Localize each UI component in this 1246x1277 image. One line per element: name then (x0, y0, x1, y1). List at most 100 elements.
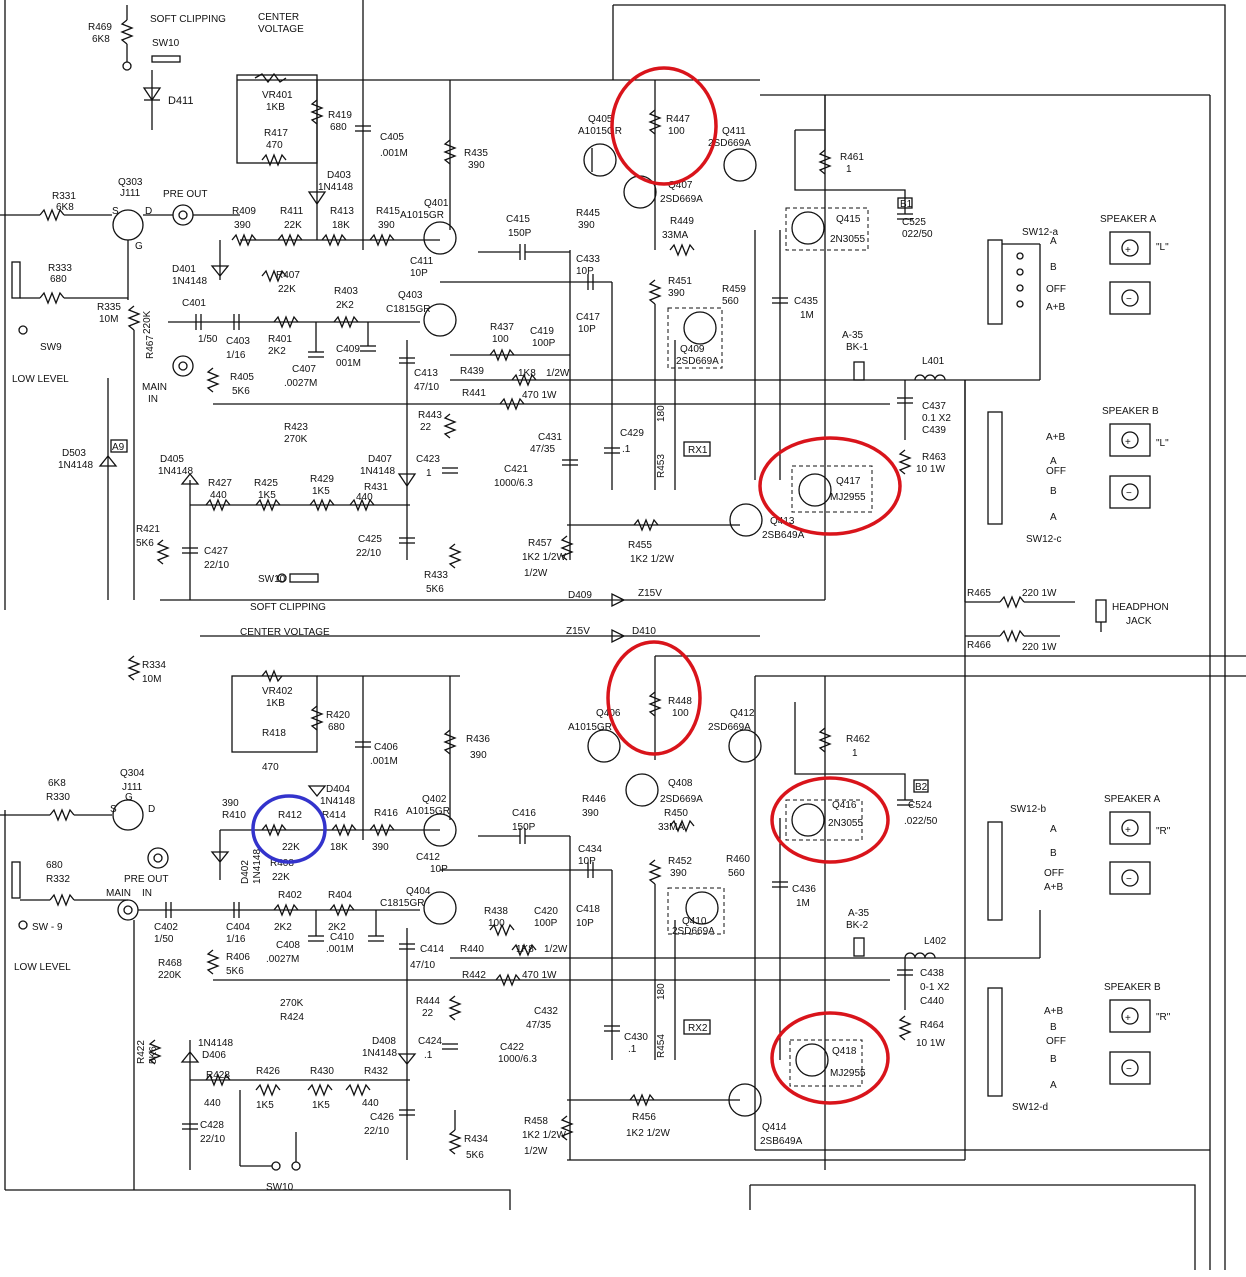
svg-text:C405: C405 (380, 132, 404, 143)
svg-text:47/10: 47/10 (414, 382, 439, 393)
svg-text:+: + (1125, 1013, 1131, 1024)
svg-text:Q409: Q409 (680, 344, 705, 355)
svg-text:1/2W: 1/2W (524, 1146, 548, 1157)
svg-text:.1: .1 (628, 1044, 637, 1055)
svg-text:R460: R460 (726, 854, 750, 865)
svg-text:1K5: 1K5 (312, 486, 330, 497)
svg-text:R334: R334 (142, 660, 166, 671)
svg-text:1/16: 1/16 (226, 350, 246, 361)
svg-text:1/50: 1/50 (154, 934, 174, 945)
svg-text:B: B (1050, 262, 1057, 273)
resistor-r436: R436 390 (443, 676, 490, 820)
svg-text:C432: C432 (534, 1006, 558, 1017)
transistor-q411: Q411 2SD669A (708, 126, 757, 182)
svg-text:440: 440 (210, 490, 227, 501)
r469-val: 6K8 (92, 34, 110, 45)
transistor-q410: Q410 2SD669A (667, 887, 725, 937)
svg-text:R409: R409 (232, 206, 256, 217)
capacitor-c409: C409 001M (336, 322, 376, 369)
capacitor-c410: C410 .001M (326, 910, 384, 955)
svg-text:680: 680 (50, 274, 67, 285)
svg-text:D408: D408 (372, 1036, 396, 1047)
svg-text:.001M: .001M (370, 756, 398, 767)
svg-text:1000/6.3: 1000/6.3 (498, 1054, 537, 1065)
svg-text:33MA: 33MA (662, 230, 688, 241)
svg-text:R446: R446 (582, 794, 606, 805)
svg-text:5K6: 5K6 (136, 538, 154, 549)
resistor-r412: R412 22K (261, 810, 302, 853)
svg-text:680: 680 (46, 860, 63, 871)
svg-text:001M: 001M (336, 358, 361, 369)
resistor-r429: R429 1K5 (309, 474, 335, 512)
svg-text:2K2: 2K2 (268, 346, 286, 357)
resistor-r447: R447 100 (648, 109, 690, 137)
transistor-q402: Q402 A1015GR (406, 794, 457, 847)
resistor-r421: R421 5K6 (136, 524, 170, 565)
capacitor-c433: C433 10P (576, 254, 600, 290)
svg-text:100: 100 (668, 126, 685, 137)
svg-text:R410: R410 (222, 810, 246, 821)
resistor-r416: R416 390 (369, 808, 398, 853)
resistor-r418: R418 470 (262, 728, 286, 773)
svg-text:Q414: Q414 (762, 1122, 787, 1133)
svg-text:5K6: 5K6 (466, 1150, 484, 1161)
transistor-q406: Q406 A1015GR (568, 708, 621, 763)
resistor-r456: R456 1K2 1/2W (567, 1093, 740, 1139)
svg-text:R462: R462 (846, 734, 870, 745)
svg-text:B2: B2 (915, 782, 928, 793)
svg-text:Q402: Q402 (422, 794, 447, 805)
capacitor-c427: C427 22/10 (182, 546, 229, 571)
svg-text:OFF: OFF (1044, 868, 1064, 879)
svg-text:R423: R423 (284, 422, 308, 433)
capacitor-c418: C418 10P (569, 836, 600, 1160)
svg-text:SW12-c: SW12-c (1026, 534, 1062, 545)
resistor-r446: R446 390 (582, 794, 606, 819)
svg-text:220K: 220K (142, 310, 153, 334)
svg-text:R448: R448 (668, 696, 692, 707)
resistor-r465: R465 220 1W (964, 380, 1075, 609)
svg-text:"R": "R" (1156, 1012, 1171, 1023)
svg-text:PRE OUT: PRE OUT (163, 189, 207, 200)
svg-text:R331: R331 (52, 191, 76, 202)
svg-text:D410: D410 (632, 626, 656, 637)
capacitor-c435: C435 1M (772, 230, 818, 480)
svg-text:SW10: SW10 (258, 574, 286, 585)
resistor-r403: R403 2K2 (333, 286, 359, 329)
svg-text:2K2: 2K2 (274, 922, 292, 933)
highlight-q417 (758, 436, 902, 536)
resistor-r417: R417 470 (261, 128, 288, 167)
svg-text:R451: R451 (668, 276, 692, 287)
d411-label: D411 (168, 95, 193, 107)
resistor-r407: R407 22K (261, 269, 300, 295)
svg-text:1K2 1/2W: 1K2 1/2W (522, 1130, 566, 1141)
svg-text:18K: 18K (332, 220, 350, 231)
svg-text:390: 390 (468, 160, 485, 171)
svg-text:R405: R405 (230, 372, 254, 383)
svg-text:Q403: Q403 (398, 290, 423, 301)
svg-text:C1815GR: C1815GR (380, 898, 424, 909)
inductor-l401: L401 (914, 356, 946, 381)
svg-text:R455: R455 (628, 540, 652, 551)
svg-text:D: D (148, 804, 155, 815)
svg-text:.001M: .001M (380, 148, 408, 159)
svg-text:C407: C407 (292, 364, 316, 375)
svg-text:22K: 22K (282, 842, 300, 853)
resistor-r424: 270K R424 (280, 998, 304, 1023)
svg-text:R445: R445 (576, 208, 600, 219)
svg-text:SPEAKER A: SPEAKER A (1104, 794, 1160, 805)
svg-text:C425: C425 (358, 534, 382, 545)
b1-label: B1 (900, 199, 913, 210)
svg-text:C437: C437 (922, 401, 946, 412)
resistor-r420: R420 680 (310, 705, 350, 733)
capacitor-c437: C437 0.1 X2 C439 (897, 380, 951, 440)
svg-text:10P: 10P (430, 864, 448, 875)
resistor-r401: R401 2K2 (268, 315, 299, 357)
svg-text:C1815GR: C1815GR (386, 304, 430, 315)
svg-text:100: 100 (492, 334, 509, 345)
capacitor-c525: C525 022/50 B1 (825, 189, 933, 240)
svg-text:C413: C413 (414, 368, 438, 379)
svg-text:OFF: OFF (1046, 284, 1066, 295)
svg-text:R463: R463 (922, 452, 946, 463)
svg-text:D: D (145, 206, 152, 217)
svg-text:R427: R427 (208, 478, 232, 489)
